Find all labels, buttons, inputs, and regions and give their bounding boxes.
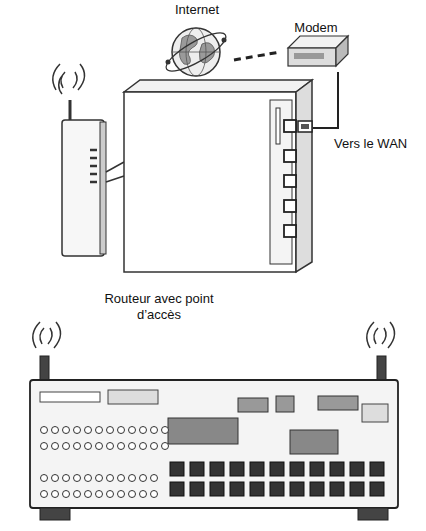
- speaker-terminal: [310, 462, 324, 476]
- lan-port: [284, 175, 296, 187]
- av-receiver: [30, 322, 398, 520]
- node-label: Internet: [160, 2, 234, 18]
- device-node: Routeur avec point d’accès: [55, 78, 313, 334]
- speaker-terminal: [270, 482, 284, 496]
- jack: [140, 491, 147, 498]
- speaker-terminal: [290, 482, 304, 496]
- jack: [74, 475, 81, 482]
- jack: [85, 443, 92, 450]
- jack: [63, 475, 70, 482]
- jack: [151, 491, 158, 498]
- jack: [118, 491, 125, 498]
- jack: [41, 491, 48, 498]
- jack: [129, 443, 136, 450]
- jack: [41, 427, 48, 434]
- jack: [85, 475, 92, 482]
- jack: [107, 475, 114, 482]
- jack: [107, 427, 114, 434]
- speaker-terminal: [370, 482, 384, 496]
- edge-label: Vers le WAN: [332, 136, 409, 151]
- jack: [129, 427, 136, 434]
- jack: [96, 475, 103, 482]
- router-tower: [124, 80, 312, 272]
- jack: [118, 443, 125, 450]
- jack: [129, 475, 136, 482]
- speaker-terminal: [330, 482, 344, 496]
- jack: [140, 443, 147, 450]
- speaker-terminal: [210, 482, 224, 496]
- speaker-terminal: [190, 482, 204, 496]
- jack: [162, 443, 169, 450]
- jack: [140, 475, 147, 482]
- jack: [52, 475, 59, 482]
- lan-port: [284, 150, 296, 162]
- jack: [74, 491, 81, 498]
- jack: [85, 491, 92, 498]
- jack: [63, 491, 70, 498]
- speaker-terminal: [230, 462, 244, 476]
- jack: [52, 427, 59, 434]
- speaker-terminal: [330, 462, 344, 476]
- jack: [85, 427, 92, 434]
- jack: [107, 491, 114, 498]
- jack: [129, 491, 136, 498]
- lan-port: [284, 225, 296, 237]
- jack: [118, 475, 125, 482]
- speaker-terminal: [170, 462, 184, 476]
- jack: [96, 491, 103, 498]
- speaker-terminal: [350, 482, 364, 496]
- jack: [107, 443, 114, 450]
- speaker-terminal: [350, 462, 364, 476]
- jack: [151, 475, 158, 482]
- jack: [63, 443, 70, 450]
- speaker-terminal: [230, 482, 244, 496]
- jack: [151, 427, 158, 434]
- lan-port: [284, 200, 296, 212]
- speaker-terminal: [310, 482, 324, 496]
- jack: [162, 427, 169, 434]
- jack: [118, 427, 125, 434]
- jack: [74, 443, 81, 450]
- globe-icon: [162, 26, 231, 77]
- device-node: Modem: [280, 20, 352, 72]
- speaker-terminal: [250, 482, 264, 496]
- jack: [63, 427, 70, 434]
- node-label: Modem: [280, 20, 352, 36]
- cloud-node: Internet: [160, 0, 234, 82]
- jack: [41, 443, 48, 450]
- speaker-terminal: [250, 462, 264, 476]
- modem-device: [288, 36, 348, 66]
- speaker-terminal: [270, 462, 284, 476]
- speaker-terminal: [190, 462, 204, 476]
- jack: [74, 427, 81, 434]
- cable: [313, 72, 338, 128]
- jack: [41, 475, 48, 482]
- speaker-terminal: [210, 462, 224, 476]
- jack: [52, 491, 59, 498]
- access-point: [53, 64, 124, 256]
- node-label: Routeur avec point d’accès: [93, 291, 225, 322]
- jack: [52, 443, 59, 450]
- jack: [151, 443, 158, 450]
- jack: [140, 427, 147, 434]
- speaker-terminal: [290, 462, 304, 476]
- dashed-link: [234, 52, 280, 60]
- jack: [96, 443, 103, 450]
- speaker-terminal: [370, 462, 384, 476]
- speaker-terminal: [170, 482, 184, 496]
- jack: [96, 427, 103, 434]
